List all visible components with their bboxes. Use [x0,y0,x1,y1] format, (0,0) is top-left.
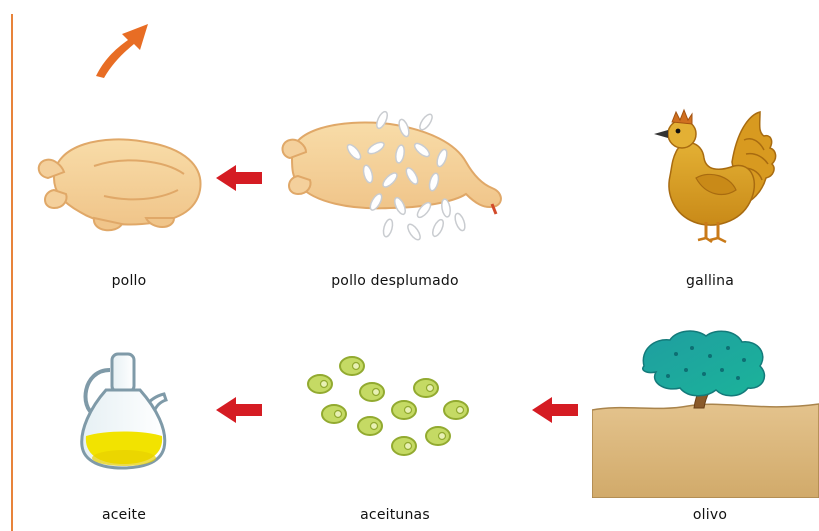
item-label-olivo: olivo [660,507,760,523]
left-red-arrow-icon [214,163,264,193]
item-label-pollo-desplumado: pollo desplumado [300,273,490,289]
item-label-gallina: gallina [660,273,760,289]
hen-icon [648,106,778,248]
left-red-arrow-icon [214,395,264,425]
diagonal-up-right-arrow-icon [90,18,150,80]
oil-cruet-icon [76,350,172,472]
olives-icon [300,352,480,464]
item-label-aceitunas: aceitunas [330,507,460,523]
left-accent-rule [11,14,13,531]
item-label-pollo: pollo [74,273,184,289]
olive-tree-icon [592,326,819,498]
plucked-chicken-feathers-icon [280,110,508,246]
roast-chicken-icon [34,126,210,234]
item-label-aceite: aceite [74,507,174,523]
left-red-arrow-icon [530,395,580,425]
